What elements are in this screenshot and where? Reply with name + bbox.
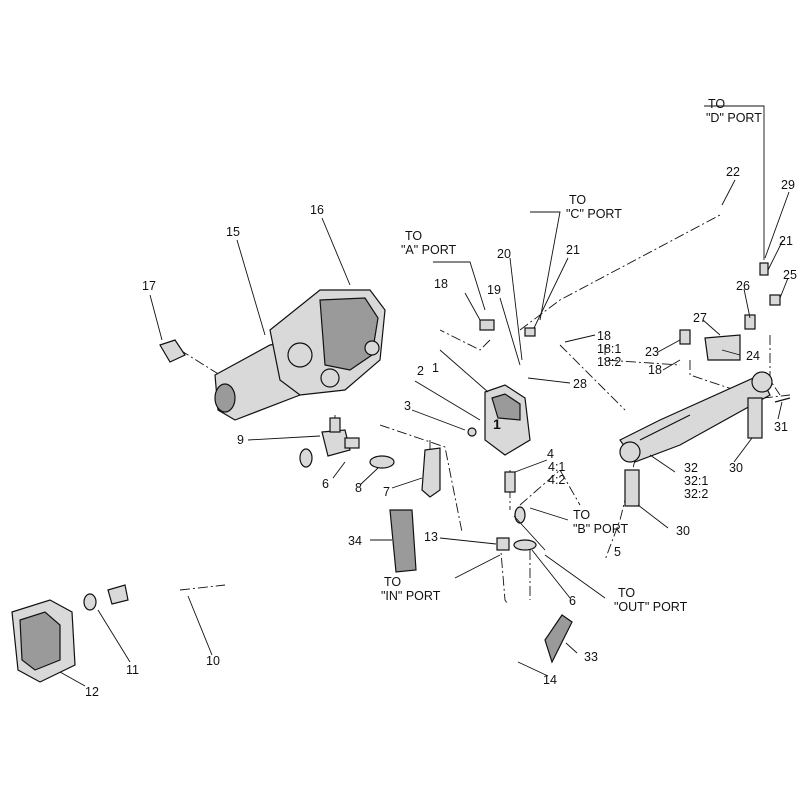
callout-20: 20: [497, 247, 511, 261]
a-port-note-line1: TO: [405, 229, 422, 243]
callout-18-1: 18:1: [597, 342, 621, 356]
callout-11: 11: [126, 663, 139, 677]
callout-18b: 18: [597, 329, 611, 343]
callout-14: 14: [543, 673, 557, 687]
tee-fitting-9: [299, 417, 360, 468]
callout-26: 26: [736, 279, 750, 293]
out-port-note-line2: "OUT" PORT: [614, 600, 688, 614]
fitting-17: [159, 339, 186, 363]
callout-4-1: 4:1: [548, 460, 565, 474]
sleeve-33: [544, 614, 573, 664]
b-port-note-line1: TO: [573, 508, 590, 522]
callout-27: 27: [693, 311, 707, 325]
motor-12: [11, 584, 129, 683]
callout-32-2: 32:2: [684, 487, 708, 501]
callout-6a: 6: [322, 477, 329, 491]
callout-6b: 6: [569, 594, 576, 608]
callout-2: 2: [417, 364, 424, 378]
callout-10: 10: [206, 654, 220, 668]
callout-9: 9: [237, 433, 244, 447]
callout-19: 19: [487, 283, 501, 297]
d-port-note-line1: TO: [708, 97, 725, 111]
b-port-note-line2: "B" PORT: [573, 522, 629, 536]
callout-8: 8: [355, 481, 362, 495]
callout-16: 16: [310, 203, 324, 217]
callout-18a: 18: [434, 277, 448, 291]
callout-30b: 30: [676, 524, 690, 538]
callout-29: 29: [781, 178, 795, 192]
callout-22: 22: [726, 165, 740, 179]
out-port-note-line1: TO: [618, 586, 635, 600]
callout-18c: 18: [648, 363, 662, 377]
callout-7: 7: [383, 485, 390, 499]
callout-33: 33: [584, 650, 598, 664]
in-port-note-line2: "IN" PORT: [381, 589, 441, 603]
upper-fittings: [479, 262, 781, 361]
callout-12: 12: [85, 685, 99, 699]
callout-30a: 30: [729, 461, 743, 475]
control-valve-1: [467, 384, 531, 456]
callout-28: 28: [573, 377, 587, 391]
callout-labels: 1 2 3 4 4:1 4:2 5 6 6 7 8 9 10 11 12 13 …: [85, 165, 797, 699]
callout-23: 23: [645, 345, 659, 359]
callout-24: 24: [746, 349, 760, 363]
callout-25: 25: [783, 268, 797, 282]
callout-1: 1: [432, 361, 439, 375]
callout-21a: 21: [566, 243, 580, 257]
in-port-note-line1: TO: [384, 575, 401, 589]
callout-32-1: 32:1: [684, 474, 708, 488]
callout-15: 15: [226, 225, 240, 239]
hoses: [126, 204, 782, 661]
valve-number-mark: 1: [493, 416, 501, 432]
cylinder-32: [619, 371, 791, 507]
callout-4-2: 4:2: [548, 473, 565, 487]
assembly-centerlines: [179, 214, 791, 616]
callout-18-2: 18:2: [597, 355, 621, 369]
callout-5: 5: [614, 545, 621, 559]
clamp-hose-sleeve-group: [369, 447, 537, 573]
callout-13: 13: [424, 530, 438, 544]
port-notes: TO "A" PORT TO "C" PORT TO "D" PORT TO "…: [381, 97, 762, 614]
c-port-note-line1: TO: [569, 193, 586, 207]
callout-32: 32: [684, 461, 698, 475]
callout-21b: 21: [779, 234, 793, 248]
a-port-note-line2: "A" PORT: [401, 243, 457, 257]
callout-4: 4: [547, 447, 554, 461]
leader-lines: [59, 105, 790, 687]
callout-34: 34: [348, 534, 362, 548]
c-port-note-line2: "C" PORT: [566, 207, 622, 221]
callout-3: 3: [404, 399, 411, 413]
callout-17: 17: [142, 279, 156, 293]
callout-31: 31: [774, 420, 788, 434]
pump-assembly: [214, 289, 386, 421]
d-port-note-line2: "D" PORT: [706, 111, 762, 125]
